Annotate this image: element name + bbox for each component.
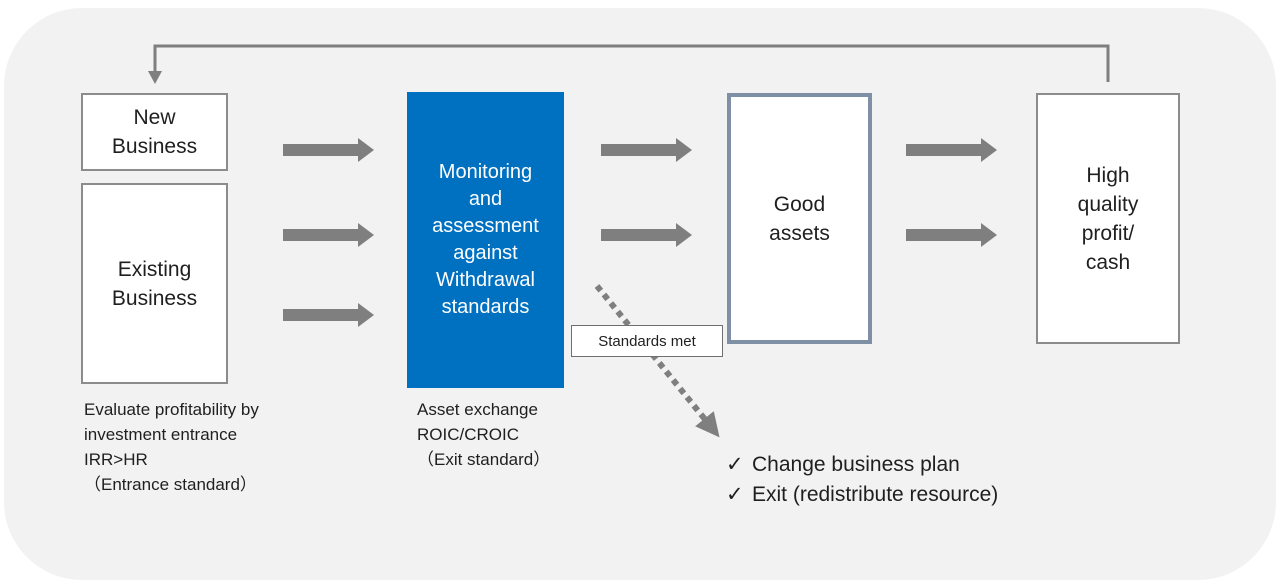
arrow-existing-to-monitoring-2	[283, 303, 374, 327]
arrow-monitoring-to-good-1	[601, 138, 692, 162]
exit-standard-note: Asset exchange ROIC/CROIC （Exit standard…	[417, 400, 551, 469]
checklist-item-label: Exit (redistribute resource)	[752, 483, 999, 506]
arrow-new-to-monitoring	[283, 138, 374, 162]
standards-met-badge: Standards met	[571, 325, 723, 357]
arrow-existing-to-monitoring-1	[283, 223, 374, 247]
arrow-monitoring-to-good-2	[601, 223, 692, 247]
feedback-loop-line	[153, 44, 1110, 82]
arrow-good-to-quality-1	[906, 138, 997, 162]
high-quality-profit-box: High quality profit/ cash	[1036, 93, 1180, 344]
existing-business-box: Existing Business	[81, 183, 228, 384]
action-checklist: ✓ Change business plan ✓ Exit (redistribut…	[726, 450, 998, 510]
new-business-box: New Business	[81, 93, 228, 171]
entrance-standard-note: Evaluate profitability by investment ent…	[84, 400, 259, 494]
check-icon: ✓	[726, 483, 744, 506]
monitoring-assessment-box: Monitoring and assessment against Withdr…	[407, 92, 564, 388]
check-icon: ✓	[726, 453, 744, 476]
arrow-good-to-quality-2	[906, 223, 997, 247]
dotted-exit-arrow	[594, 284, 720, 438]
good-assets-box: Good assets	[727, 93, 872, 344]
checklist-item-label: Change business plan	[752, 453, 960, 476]
checklist-item: ✓ Change business plan	[726, 450, 998, 480]
checklist-item: ✓ Exit (redistribute resource)	[726, 480, 998, 510]
feedback-loop-arrowhead	[148, 71, 162, 84]
